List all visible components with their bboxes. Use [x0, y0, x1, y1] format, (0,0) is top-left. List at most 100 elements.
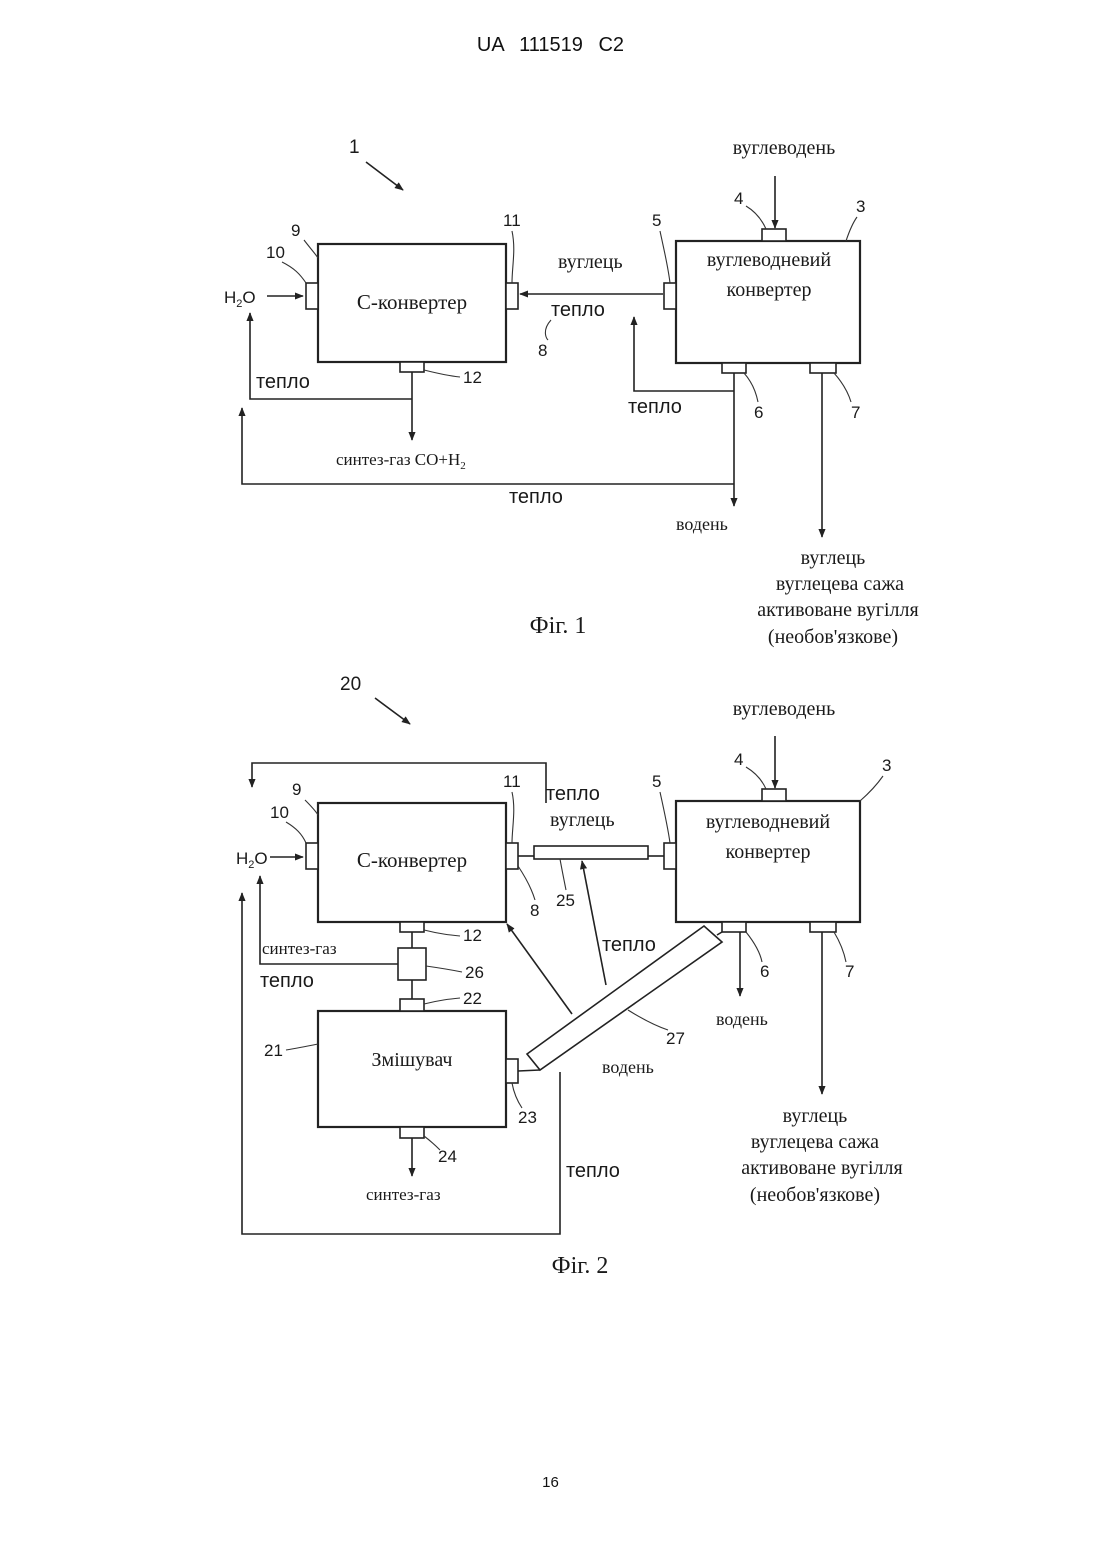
fig2-port-5	[664, 843, 676, 869]
fig2-leader-3	[860, 776, 883, 801]
fig2-leader-6	[746, 932, 762, 962]
fig2-carbon-conduit-25	[534, 846, 648, 859]
fig2-carbon-label: вуглець	[550, 809, 615, 831]
fig2-heat-label-top: тепло	[546, 783, 600, 805]
fig2-caption: Фіг. 2	[552, 1253, 609, 1279]
fig1-port-4	[762, 229, 786, 241]
fig2-ref-arrow	[375, 698, 410, 724]
fig2-leader-4	[746, 767, 766, 789]
fig2-syngas-label-out: синтез-газ	[366, 1185, 441, 1204]
fig1-leader-3	[846, 217, 857, 241]
fig2-leader-26	[426, 966, 462, 972]
fig2-heat-label-diag: тепло	[602, 934, 656, 956]
fig2-num-21: 21	[264, 1041, 283, 1060]
fig2-ref-number: 20	[340, 674, 361, 695]
fig2-num-4: 4	[734, 750, 743, 769]
fig2-leader-8	[518, 866, 535, 900]
fig2-c-converter-label: С-конвертер	[357, 848, 467, 872]
page-number: 16	[0, 1474, 1101, 1491]
fig1-heat-loop-outer	[242, 408, 734, 484]
fig2-num-12: 12	[463, 926, 482, 945]
fig2-heat-exchanger-26	[398, 948, 426, 980]
fig1-port-12	[400, 362, 424, 372]
fig2-num-6: 6	[760, 962, 769, 981]
fig2-hc-converter-label-2: конвертер	[726, 841, 811, 863]
fig1-hc-converter-label-1: вуглеводневий	[707, 249, 831, 271]
fig2-leader-9	[305, 800, 318, 815]
fig1-output-3: активоване вугілля	[757, 599, 918, 621]
fig2-port-23	[506, 1059, 518, 1083]
fig1-ref-arrow	[366, 162, 403, 190]
fig2-leader-21	[286, 1044, 318, 1050]
fig2-port-11	[506, 843, 518, 869]
fig2-num-22: 22	[463, 989, 482, 1008]
fig2-hc-converter-label-1: вуглеводневий	[706, 811, 830, 833]
fig2-num-23: 23	[518, 1108, 537, 1127]
fig2-hydrogen-label-conduit: водень	[602, 1057, 654, 1077]
fig2-hydrogen-label-right: водень	[716, 1009, 768, 1029]
figure-2: 20 С-конвертер вуглеводневий конвертер З…	[236, 674, 903, 1279]
fig2-output-2: вуглецева сажа	[751, 1131, 879, 1153]
fig1-output-1: вуглець	[801, 547, 866, 569]
fig1-num-5: 5	[652, 211, 661, 230]
fig2-leader-11	[512, 792, 514, 843]
fig1-num-12: 12	[463, 368, 482, 387]
fig2-port-6	[722, 922, 746, 932]
fig1-leader-10	[282, 262, 306, 283]
fig2-leader-10	[286, 822, 306, 843]
fig1-carbon-label: вуглець	[558, 251, 623, 273]
fig2-output-3: активоване вугілля	[741, 1157, 902, 1179]
fig2-output-4: (необов'язкове)	[750, 1184, 880, 1206]
fig1-leader-9	[304, 240, 318, 258]
fig2-num-10: 10	[270, 803, 289, 822]
fig1-hydrocarbon-label: вуглеводень	[733, 137, 835, 159]
figure-1: 1 С-конвертер вуглеводневий конвертер ву…	[224, 137, 919, 648]
fig1-ref-number: 1	[349, 137, 360, 158]
fig1-heat-label-left: тепло	[256, 371, 310, 393]
fig2-conduit-27-to-mixer	[518, 1070, 540, 1071]
fig2-heat-to-conduit-25	[582, 861, 606, 985]
fig2-port-4	[762, 789, 786, 801]
fig2-hydrocarbon-label: вуглеводень	[733, 698, 835, 720]
fig1-num-8: 8	[538, 341, 547, 360]
fig2-port-12	[400, 922, 424, 932]
fig2-leader-12	[424, 930, 460, 936]
fig2-heat-label-left: тепло	[260, 970, 314, 992]
fig1-num-6: 6	[754, 403, 763, 422]
fig1-syngas-label: синтез-газ CO+H2	[336, 450, 466, 472]
fig2-leader-22	[424, 998, 460, 1004]
fig2-leader-25	[560, 859, 566, 890]
fig1-port-6	[722, 363, 746, 373]
fig2-leader-5	[660, 792, 670, 843]
fig1-hc-converter-label-2: конвертер	[727, 279, 812, 301]
fig2-syngas-label-mid: синтез-газ	[262, 939, 337, 958]
fig2-num-26: 26	[465, 963, 484, 982]
fig1-port-5	[664, 283, 676, 309]
fig1-leader-8	[545, 320, 551, 340]
fig1-water-label: H2O	[224, 288, 256, 310]
fig2-num-27: 27	[666, 1029, 685, 1048]
fig1-num-7: 7	[851, 403, 860, 422]
fig1-num-4: 4	[734, 189, 743, 208]
fig2-num-11: 11	[503, 772, 521, 791]
fig2-num-3: 3	[882, 756, 891, 775]
fig1-num-9: 9	[291, 221, 300, 240]
fig2-heat-to-c-converter	[507, 924, 572, 1014]
fig2-leader-23	[512, 1083, 522, 1108]
fig2-leader-7	[834, 932, 846, 962]
fig1-port-10	[306, 283, 318, 309]
fig2-num-7: 7	[845, 962, 854, 981]
fig1-c-converter-label: С-конвертер	[357, 290, 467, 314]
fig2-heat-label-bottom: тепло	[566, 1160, 620, 1182]
fig1-num-10: 10	[266, 243, 285, 262]
fig2-mixer-label: Змішувач	[372, 1049, 453, 1071]
fig1-leader-4	[746, 206, 766, 229]
fig2-num-5: 5	[652, 772, 661, 791]
fig2-port-22	[400, 999, 424, 1011]
fig1-output-4: (необов'язкове)	[768, 626, 898, 648]
fig2-output-1: вуглець	[783, 1105, 848, 1127]
fig2-water-label: H2O	[236, 849, 268, 871]
fig1-leader-5	[660, 231, 670, 283]
fig1-leader-12	[424, 370, 460, 377]
